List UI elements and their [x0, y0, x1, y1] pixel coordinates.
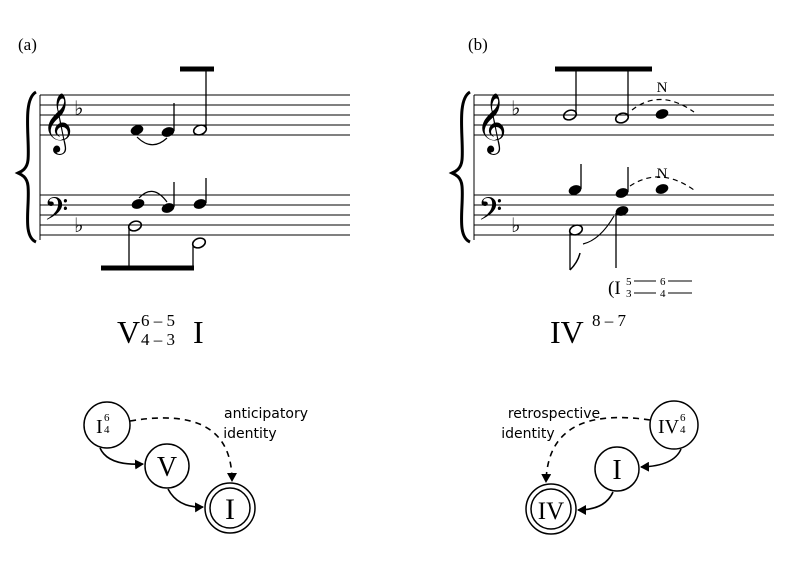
neighbor-label-bass: N — [657, 166, 668, 182]
dashed-arrow-anticipatory — [129, 417, 237, 482]
note-f — [130, 125, 144, 135]
treble-staff-b — [474, 94, 774, 136]
node-i-b — [594, 446, 640, 492]
node-iv-goal-b-inner — [530, 488, 572, 530]
neighbor-label-treble: N — [657, 80, 668, 96]
arrow-i64-to-v — [99, 447, 144, 470]
brace-a — [14, 90, 41, 244]
slur-treble-a — [136, 136, 168, 146]
treble-notes-a — [130, 66, 214, 146]
svg-text:3: 3 — [626, 288, 632, 300]
arrow-v-to-i — [167, 488, 204, 513]
bass-clef-b: 𝄢 — [478, 193, 502, 235]
roman-iv: IV — [550, 314, 584, 350]
caption-retrospective: retrospective — [508, 406, 600, 422]
figure-8-7: 8 – 7 — [592, 311, 627, 330]
note-a — [131, 199, 145, 209]
arrow-iv64-to-i — [640, 448, 682, 472]
panel-a: (a) 𝄞 𝄢 ♭ ♭ — [14, 35, 350, 534]
relation-diagram-a: I 6 4 V I anticipatory identity — [83, 401, 308, 534]
bass-analysis-b: (I 5 3 6 4 — [608, 276, 692, 300]
key-signature-treble-b: ♭ — [511, 98, 520, 120]
svg-text:I: I — [612, 455, 621, 486]
svg-text:I: I — [225, 493, 235, 526]
caption-identity-b: identity — [501, 426, 554, 442]
node-i-goal-a-inner — [209, 487, 251, 529]
note-g — [161, 203, 175, 213]
caption-identity-a: identity — [223, 426, 276, 442]
bass-notes-b: N — [568, 164, 695, 271]
slur-bass-b — [582, 215, 615, 245]
treble-notes-b: N — [555, 66, 695, 124]
svg-text:4: 4 — [680, 424, 686, 436]
bass-clef-a: 𝄢 — [44, 193, 68, 235]
figure-upper-a: 6 – 5 — [141, 311, 175, 330]
roman-i: I — [193, 314, 204, 350]
node-v-a — [144, 443, 190, 489]
note-bass-b1 — [568, 185, 582, 195]
note-a2 — [193, 199, 207, 209]
bass-notes-a — [101, 178, 207, 271]
arrow-i-to-iv — [577, 491, 614, 515]
svg-text:IV: IV — [658, 416, 680, 438]
node-iv64-b — [649, 400, 699, 450]
relation-diagram-b: IV 6 4 I IV retrospective identity — [501, 400, 699, 535]
key-signature-bass-b: ♭ — [511, 215, 520, 237]
svg-text:5: 5 — [626, 276, 632, 288]
svg-text:4: 4 — [104, 424, 110, 436]
note-bass-b2 — [615, 188, 629, 198]
dashed-slur-treble-b — [631, 98, 695, 113]
caption-anticipatory: anticipatory — [224, 406, 308, 422]
dashed-arrow-retrospective — [541, 416, 651, 483]
svg-text:6: 6 — [680, 412, 686, 424]
svg-text:4: 4 — [660, 288, 666, 300]
key-signature-treble-a: ♭ — [74, 98, 83, 120]
note-e — [161, 127, 175, 137]
treble-staff-a — [40, 94, 350, 136]
note-neighbor-treble — [655, 109, 669, 119]
roman-numerals-b: IV 8 – 7 — [550, 311, 627, 350]
svg-text:6: 6 — [104, 412, 110, 424]
svg-text:IV: IV — [538, 498, 564, 525]
svg-text:6: 6 — [660, 276, 666, 288]
roman-v: V — [117, 314, 140, 350]
treble-clef-a: 𝄞 — [42, 93, 73, 155]
treble-clef-b: 𝄞 — [476, 93, 507, 155]
note-bass-f-b — [615, 206, 629, 216]
note-neighbor-bass — [655, 184, 669, 194]
bass-staff-a — [40, 194, 350, 236]
flag-bass-b — [569, 252, 581, 271]
node-i64-a — [83, 401, 131, 449]
panel-a-label: (a) — [18, 35, 37, 54]
brace-b — [448, 90, 475, 244]
key-signature-bass-a: ♭ — [74, 215, 83, 237]
figure-lower-a: 4 – 3 — [141, 330, 175, 349]
svg-text:V: V — [157, 452, 177, 483]
svg-text:I: I — [96, 416, 103, 438]
panel-b: (b) 𝄞 𝄢 ♭ ♭ — [448, 35, 774, 535]
analysis-open: (I — [608, 278, 621, 299]
slur-bass-a — [138, 190, 168, 203]
roman-numerals-a: V 6 – 5 4 – 3 I — [117, 311, 204, 350]
panel-b-label: (b) — [468, 35, 488, 54]
